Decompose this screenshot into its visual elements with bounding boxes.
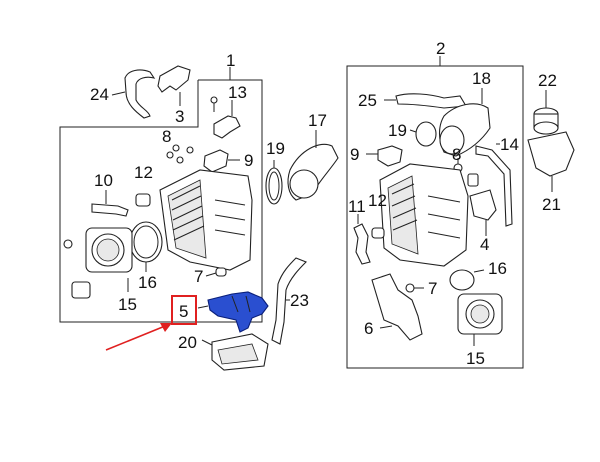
- callout-12b: 12: [368, 191, 387, 210]
- part-15-throttle-body: [71, 227, 133, 299]
- group-2-outline: [346, 65, 524, 369]
- callout-4: 4: [480, 235, 489, 254]
- callout-15a: 15: [118, 295, 137, 314]
- part-9-sensor: [203, 149, 229, 173]
- callout-22: 22: [538, 71, 557, 90]
- part-4-bracket: [469, 189, 497, 221]
- part-11-hose: [353, 223, 371, 265]
- callout-14: 14: [500, 135, 519, 154]
- callout-21: 21: [542, 195, 561, 214]
- group-1-outline: [59, 79, 263, 323]
- callout-16a: 16: [138, 273, 157, 292]
- part-14-tube: [475, 145, 513, 227]
- callout-6: 6: [364, 319, 373, 338]
- part-24-hose: [124, 69, 156, 119]
- part-25-hose: [395, 93, 467, 109]
- part-7-grommet-b: [405, 283, 415, 293]
- part-19-oring-b: [415, 121, 437, 147]
- highlight-box: [171, 295, 197, 325]
- red-pointer-arrow: [105, 323, 172, 351]
- part-23-hose: [271, 257, 307, 345]
- callout-15b: 15: [466, 349, 485, 368]
- callout-19b: 19: [388, 121, 407, 140]
- part-12-clip-b: [371, 227, 385, 239]
- callout-9a: 9: [244, 151, 253, 170]
- callout-5: 5: [179, 302, 188, 321]
- callout-16b: 16: [488, 259, 507, 278]
- part-3-bracket: [157, 65, 191, 93]
- callout-24: 24: [90, 85, 109, 104]
- callout-20: 20: [178, 333, 197, 352]
- callout-18: 18: [472, 69, 491, 88]
- part-16-gasket-b: [449, 269, 475, 291]
- part-6-bracket: [371, 273, 423, 341]
- part-19-oring-a: [265, 167, 283, 205]
- part-8-bolts: [166, 144, 194, 164]
- callout-2: 2: [436, 39, 445, 58]
- part-12-clip: [135, 193, 151, 207]
- callout-7b: 7: [428, 279, 437, 298]
- part-16-gasket: [129, 221, 163, 263]
- callout-19a: 19: [266, 139, 285, 158]
- callout-23: 23: [290, 291, 309, 310]
- callout-25: 25: [358, 91, 377, 110]
- callout-17: 17: [308, 111, 327, 130]
- callout-1: 1: [226, 51, 235, 70]
- callout-8b: 8: [452, 145, 461, 164]
- callout-10: 10: [94, 171, 113, 190]
- part-7-grommet-a: [215, 267, 227, 277]
- callout-11: 11: [348, 197, 366, 216]
- callout-8a: 8: [162, 127, 171, 146]
- part-21-reservoir: [527, 131, 575, 177]
- callout-12a: 12: [134, 163, 153, 182]
- part-13-fitting: [213, 115, 241, 139]
- callout-13: 13: [228, 83, 247, 102]
- callout-9b: 9: [350, 145, 359, 164]
- part-22-cap: [533, 107, 559, 135]
- part-15-throttle-body-b: [457, 293, 503, 346]
- part-10-hose: [91, 203, 129, 217]
- callout-3: 3: [175, 107, 184, 126]
- part-9-sensor-b: [377, 145, 403, 167]
- callout-7a: 7: [194, 267, 203, 286]
